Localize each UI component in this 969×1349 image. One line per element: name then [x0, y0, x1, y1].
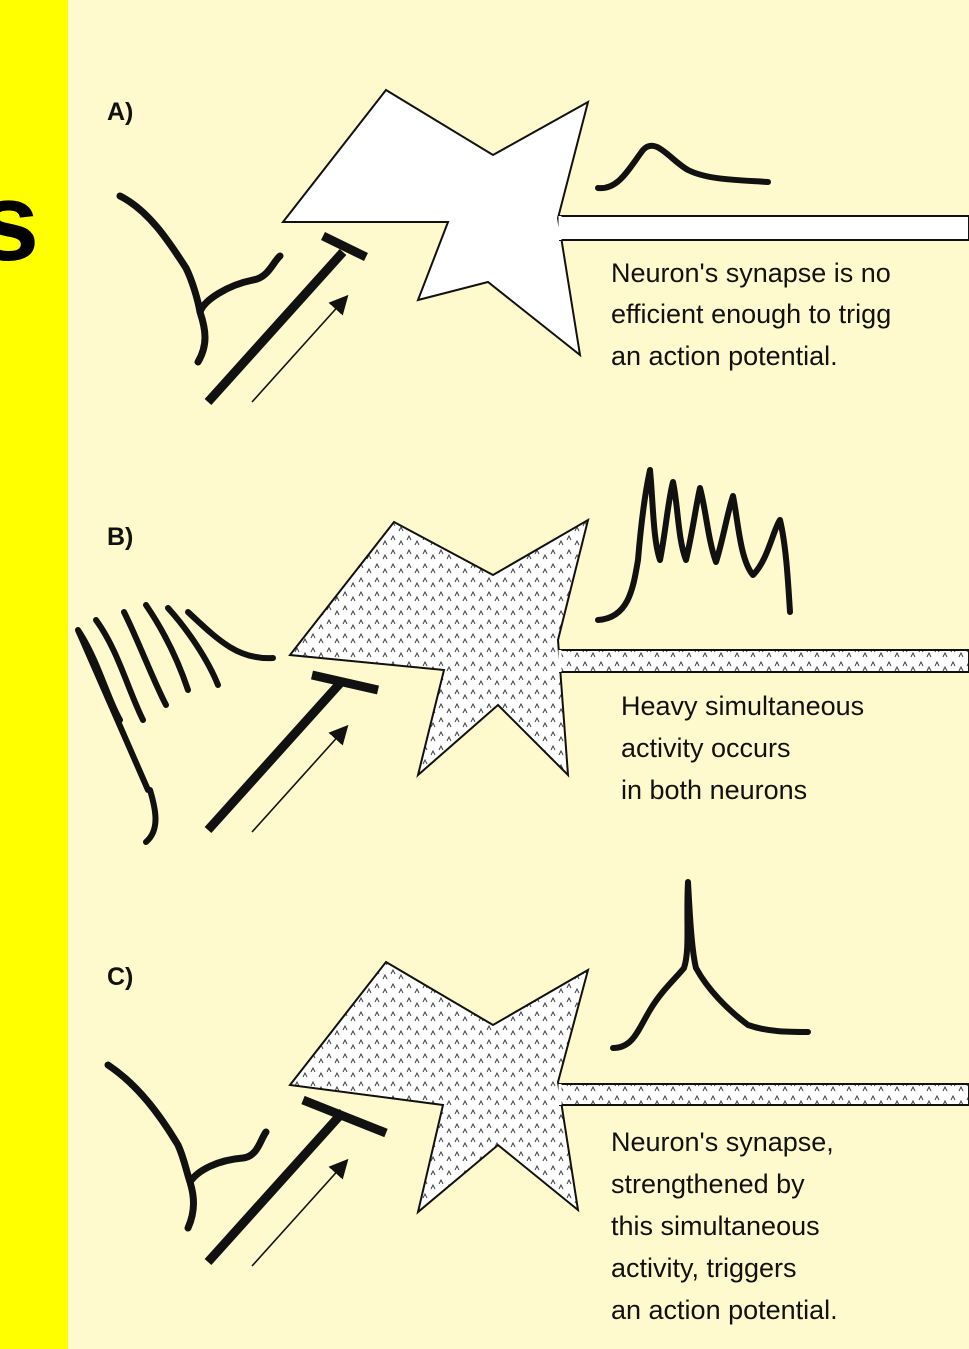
panel-c-output-axon — [560, 1084, 969, 1105]
panel-c-input-trace — [108, 1065, 266, 1228]
panel-a-label: A) — [107, 98, 133, 126]
panel-b-signal-arrow — [252, 732, 342, 832]
panel-a-output-axon — [560, 216, 969, 240]
panel-a-response-trace — [598, 146, 768, 188]
panel-b-input-trace — [78, 605, 273, 842]
panel-c-signal-arrow — [252, 1166, 342, 1266]
panel-a-signal-arrow — [252, 302, 342, 402]
panel-b-neuron-body — [290, 520, 588, 775]
panel-a: A) Neuron's synapse is no efficient en — [107, 90, 969, 402]
panel-a-caption: Neuron's synapse is no efficient enough … — [611, 258, 899, 371]
panel-b: B) Heavy simultaneous activity occurs in… — [78, 470, 969, 842]
panel-b-label: B) — [107, 523, 133, 551]
neuron-diagram-panel: A) Neuron's synapse is no efficient en — [68, 0, 969, 1349]
panel-c-response-trace — [613, 882, 808, 1048]
panel-c-label: C) — [107, 963, 133, 991]
cropped-title-letter: s — [0, 168, 39, 278]
neuron-diagram: A) Neuron's synapse is no efficient en — [68, 0, 969, 1349]
panel-a-input-trace — [120, 196, 280, 362]
panel-b-caption: Heavy simultaneous activity occurs in bo… — [621, 691, 872, 805]
panel-c: C) Neuron's synapse, strengthened by thi… — [107, 882, 969, 1325]
panel-b-response-trace — [598, 470, 790, 620]
panel-b-output-axon — [560, 650, 969, 672]
panel-b-axon — [208, 680, 343, 830]
panel-a-axon — [208, 252, 343, 402]
panel-b-synapse-terminal — [312, 675, 378, 690]
panel-c-caption: Neuron's synapse, strengthened by this s… — [611, 1127, 841, 1325]
panel-a-neuron-body — [283, 90, 588, 355]
panel-c-synapse-terminal — [303, 1100, 386, 1133]
